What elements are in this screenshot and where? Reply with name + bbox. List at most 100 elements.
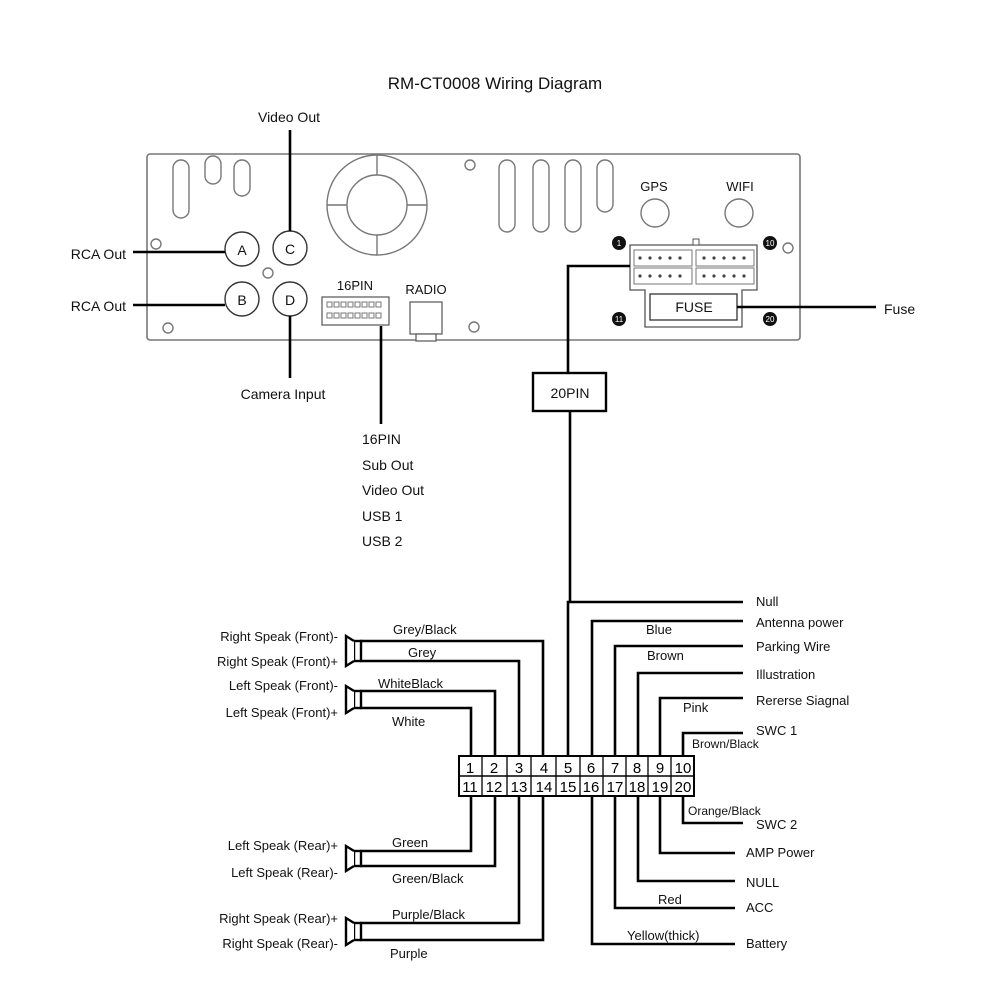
speaker-label-left-rear-pos: Left Speak (Rear)+ — [228, 838, 338, 853]
wire-amp-power — [658, 796, 735, 855]
wire-white — [360, 706, 473, 756]
svg-text:15: 15 — [560, 779, 577, 796]
wire-label-green-black: Green/Black — [392, 871, 464, 886]
wire-label-yellow-thick: Yellow(thick) — [627, 928, 700, 943]
function-label-parking-wire: Parking Wire — [756, 639, 830, 654]
wire-label-pink: Pink — [683, 700, 709, 715]
wire-illustration — [636, 671, 743, 756]
svg-text:18: 18 — [629, 779, 646, 796]
function-label-antenna-power: Antenna power — [756, 615, 844, 630]
panel-outline — [146, 153, 801, 341]
svg-text:2: 2 — [490, 760, 498, 777]
svg-text:12: 12 — [486, 779, 503, 796]
svg-text:9: 9 — [656, 760, 664, 777]
pin16-function-list: 16PIN Sub Out Video Out USB 1 USB 2 — [362, 431, 424, 549]
wire-label-orange-black: Orange/Black — [688, 804, 762, 818]
port-d: D — [272, 281, 308, 317]
mounting-hole — [464, 159, 476, 171]
wire-label-purple: Purple — [390, 946, 428, 961]
connector-20pin-socket: FUSE — [629, 238, 758, 328]
port-c: C — [272, 230, 308, 266]
function-label-swc1: SWC 1 — [756, 723, 797, 738]
radio-port — [409, 301, 443, 342]
svg-text:Video Out: Video Out — [362, 482, 424, 498]
head-unit-rear-panel: GPS WIFI A C B D 16PIN — [146, 153, 801, 342]
mounting-hole — [262, 267, 274, 279]
rca-out-2-label: RCA Out — [71, 298, 126, 314]
wire-white-black — [360, 689, 497, 756]
wire-green — [360, 796, 473, 853]
pin-number-row-bottom: 11 12 13 14 15 16 17 18 19 20 — [462, 779, 691, 796]
svg-text:A: A — [237, 242, 247, 258]
svg-text:5: 5 — [564, 760, 572, 777]
wifi-antenna-port — [724, 198, 754, 228]
connector-20pin-label: 20PIN — [551, 385, 590, 401]
svg-text:11: 11 — [615, 315, 624, 324]
wire-grey-black — [360, 639, 545, 756]
mounting-hole — [782, 242, 794, 254]
connector-20pin-box — [531, 371, 608, 413]
svg-text:14: 14 — [536, 779, 553, 796]
wire-grey — [360, 659, 521, 756]
speaker-icon — [344, 633, 363, 669]
port-b: B — [224, 281, 260, 317]
speaker-label-left-front-neg: Left Speak (Front)- — [229, 678, 338, 693]
wire-purple — [360, 796, 545, 942]
wire-brown-black — [681, 731, 743, 756]
svg-text:Sub Out: Sub Out — [362, 457, 413, 473]
gps-antenna-port — [640, 198, 670, 228]
wire-red — [613, 796, 735, 910]
wire-pink — [658, 696, 743, 756]
mounting-hole — [468, 321, 480, 333]
svg-text:19: 19 — [652, 779, 669, 796]
mounting-hole — [150, 238, 162, 250]
harness-upper-line — [566, 264, 630, 373]
vent-slot — [172, 159, 190, 219]
fuse-label: Fuse — [884, 301, 915, 317]
svg-text:C: C — [285, 241, 295, 257]
svg-text:10: 10 — [675, 760, 692, 777]
speaker-label-right-rear-neg: Right Speak (Rear)- — [222, 936, 338, 951]
rca-out-1-label: RCA Out — [71, 246, 126, 262]
wire-label-grey-black: Grey/Black — [393, 622, 457, 637]
speaker-icon — [344, 683, 363, 716]
speaker-icon — [344, 915, 363, 948]
svg-text:20: 20 — [675, 779, 692, 796]
pin-block: 1 2 3 4 5 6 7 8 9 10 11 12 13 14 15 16 1… — [458, 755, 695, 797]
svg-text:11: 11 — [462, 779, 478, 796]
function-label-swc2: SWC 2 — [756, 817, 797, 832]
function-label-battery: Battery — [746, 936, 788, 951]
cooling-fan — [326, 154, 428, 256]
wire-label-blue: Blue — [646, 622, 672, 637]
svg-text:4: 4 — [540, 760, 548, 777]
pin-marker-10: 10 — [763, 236, 777, 250]
wire-label-white-black: WhiteBlack — [378, 676, 444, 691]
function-label-amp-power: AMP Power — [746, 845, 815, 860]
vent-slot — [596, 159, 614, 213]
wire-green-black — [360, 796, 497, 868]
vent-slot — [498, 159, 516, 233]
wire-null-2 — [636, 796, 735, 883]
svg-text:8: 8 — [633, 760, 641, 777]
wire-label-red: Red — [658, 892, 682, 907]
svg-text:17: 17 — [607, 779, 624, 796]
pin-number-row-top: 1 2 3 4 5 6 7 8 9 10 — [466, 760, 692, 777]
wire-label-brown: Brown — [647, 648, 684, 663]
wifi-label: WIFI — [726, 179, 753, 194]
svg-text:16: 16 — [583, 779, 600, 796]
svg-text:1: 1 — [617, 239, 622, 248]
wire-label-white: White — [392, 714, 425, 729]
wire-null — [566, 600, 743, 756]
diagram-title: RM-CT0008 Wiring Diagram — [388, 74, 602, 93]
gps-label: GPS — [640, 179, 668, 194]
speaker-label-left-front-pos: Left Speak (Front)+ — [226, 705, 338, 720]
wire-label-grey: Grey — [408, 645, 437, 660]
svg-text:D: D — [285, 292, 295, 308]
svg-text:16PIN: 16PIN — [362, 431, 401, 447]
wire-orange-black — [681, 796, 743, 825]
pin16-port-label: 16PIN — [337, 278, 373, 293]
svg-text:B: B — [237, 292, 246, 308]
speaker-label-right-front-neg: Right Speak (Front)- — [220, 629, 338, 644]
speaker-label-right-rear-pos: Right Speak (Rear)+ — [219, 911, 338, 926]
function-label-null: Null — [756, 594, 779, 609]
